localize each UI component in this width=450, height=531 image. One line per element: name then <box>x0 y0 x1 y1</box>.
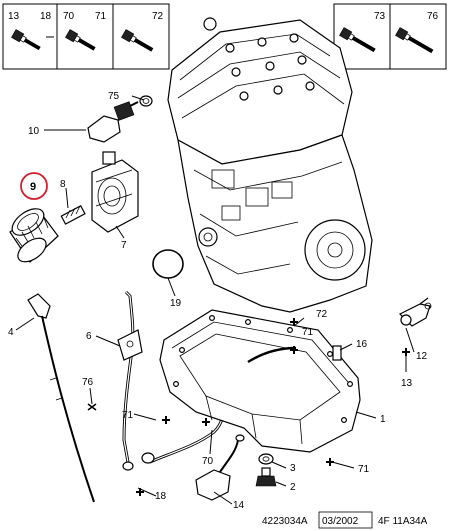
oil-sensor[interactable] <box>87 101 139 143</box>
callout-8: 8 <box>60 179 66 190</box>
oil-sump[interactable] <box>159 309 361 453</box>
callout-6: 6 <box>86 331 92 342</box>
bolt-box-73-76[interactable]: 73 76 <box>333 3 447 70</box>
callout-1: 1 <box>380 414 386 425</box>
box-label-18: 18 <box>40 11 52 22</box>
callout-labels: 75 10 8 7 19 4 6 76 71 70 18 14 3 2 1 71… <box>8 91 428 511</box>
box-label-71: 71 <box>95 11 107 22</box>
dowel-16[interactable] <box>332 345 342 361</box>
box-label-73: 73 <box>374 11 386 22</box>
footer-code: 4F 11A34A <box>378 516 428 527</box>
box-label-70: 70 <box>63 11 75 22</box>
callout-71-top: 71 <box>302 327 314 338</box>
bolt-icon <box>339 27 376 53</box>
dipstick-tube[interactable] <box>117 290 143 471</box>
bolt-box-72[interactable]: 72 <box>112 3 170 70</box>
callout-19: 19 <box>170 298 182 309</box>
callout-71-left: 71 <box>122 410 134 421</box>
bolt-icon <box>65 29 96 51</box>
callout-76: 76 <box>82 377 94 388</box>
valve-cover-bolts <box>203 17 315 101</box>
callout-13: 13 <box>401 378 413 389</box>
footer-date: 03/2002 <box>322 516 359 527</box>
footer: 4223034A 03/2002 4F 11A34A <box>262 511 428 529</box>
footer-ref: 4223034A <box>262 516 308 527</box>
dipstick[interactable] <box>27 293 95 503</box>
drain-washer[interactable] <box>258 453 274 465</box>
box-label-13: 13 <box>8 11 20 22</box>
sump-bracket[interactable] <box>398 297 432 327</box>
bracket-bolt-76[interactable] <box>87 403 97 411</box>
callout-14: 14 <box>233 500 245 511</box>
callout-18: 18 <box>155 491 167 502</box>
bolt-icon <box>395 27 434 54</box>
callout-7: 7 <box>121 240 127 251</box>
box-label-72: 72 <box>152 11 164 22</box>
sealing-ring-75[interactable] <box>139 95 153 107</box>
gasket-ring-19[interactable] <box>152 249 184 279</box>
callout-4: 4 <box>8 327 14 338</box>
drain-plug[interactable] <box>255 467 277 487</box>
engine-block[interactable] <box>167 17 373 313</box>
bolt-box-70-71[interactable]: 70 71 <box>56 3 114 70</box>
threaded-adaptor[interactable] <box>60 205 86 225</box>
highlighted-part-marker[interactable]: 9 <box>20 172 48 200</box>
callout-16: 16 <box>356 339 368 350</box>
bolt-icon <box>121 29 154 52</box>
oil-filter-housing[interactable] <box>91 151 139 233</box>
callout-12: 12 <box>416 351 428 362</box>
callout-2: 2 <box>290 482 296 493</box>
callout-10: 10 <box>28 126 40 137</box>
box-label-76: 76 <box>427 11 439 22</box>
bolt-icon <box>11 29 41 51</box>
callout-71-right: 71 <box>358 464 370 475</box>
fastener-markers <box>136 318 410 496</box>
sump-bolt-holes <box>173 315 354 424</box>
callout-3: 3 <box>290 463 296 474</box>
oil-strainer[interactable] <box>195 434 245 501</box>
callout-9: 9 <box>30 181 36 193</box>
callout-70: 70 <box>202 456 214 467</box>
oil-filter[interactable] <box>8 203 59 266</box>
callout-75: 75 <box>108 91 120 102</box>
callout-72: 72 <box>316 309 328 320</box>
